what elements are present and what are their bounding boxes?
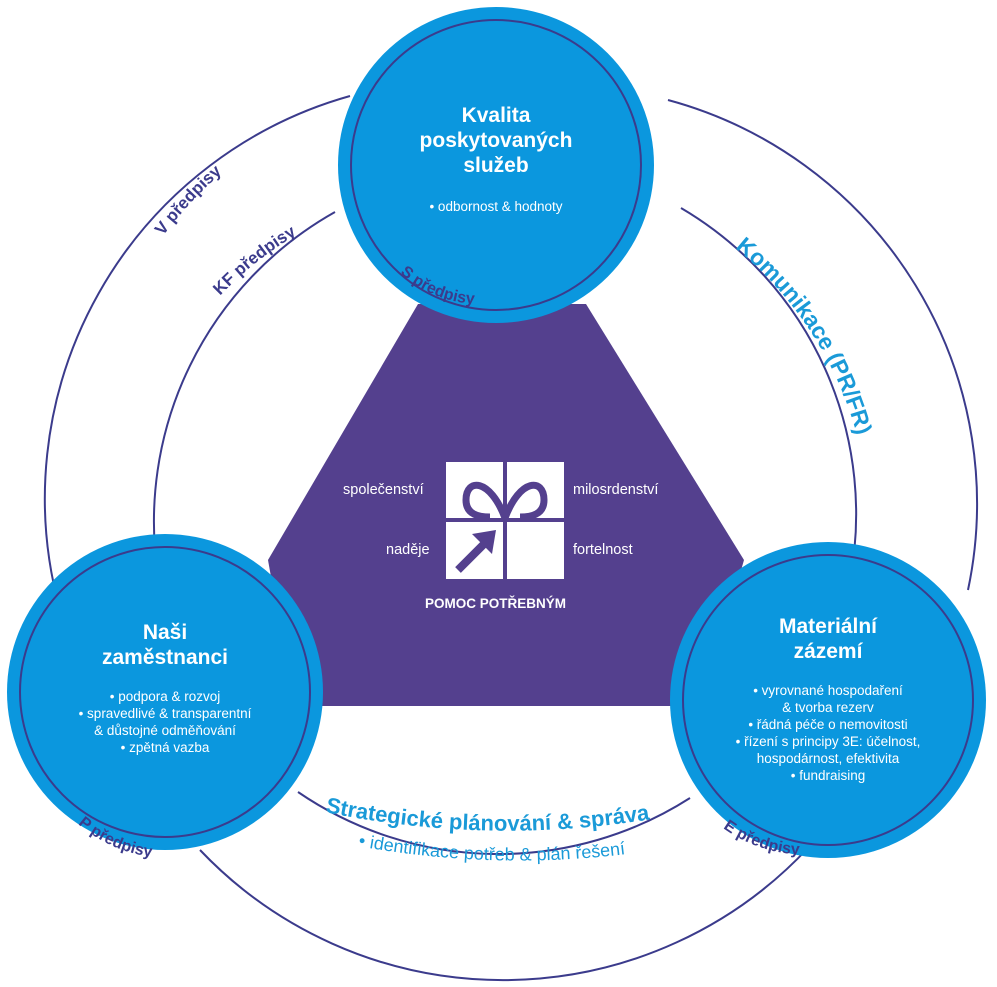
top-circle-title-2: poskytovaných	[419, 129, 573, 152]
left-circle-bullet-3: & důstojné odměňování	[94, 723, 236, 738]
right-circle-bullet-2: & tvorba rezerv	[782, 700, 874, 715]
inner-ring-arc-top-right	[680, 207, 858, 586]
top-circle-inner-ring	[350, 19, 642, 311]
value-fortelnost: fortelnost	[573, 542, 633, 558]
value-spolecenstvi: společenství	[343, 482, 424, 498]
kf-predpisy-label: KF předpisy	[209, 222, 299, 299]
value-nadeje: naděje	[386, 542, 430, 558]
right-circle	[670, 542, 986, 858]
logo-caption: POMOC POTŘEBNÝM	[425, 596, 567, 611]
left-circle-content: Naši zaměstnanci • podpora & rozvoj • sp…	[45, 620, 285, 756]
outer-ring-arc-bottom	[199, 847, 809, 982]
top-circle	[338, 7, 654, 323]
right-circle-title-2: zázemí	[793, 640, 863, 663]
inner-ring-arc-top-left	[153, 211, 336, 576]
right-circle-bullet-1: • vyrovnané hospodaření	[753, 683, 903, 698]
top-circle-title-1: Kvalita	[461, 104, 531, 127]
left-circle	[7, 534, 323, 850]
right-circle-bullet-4: • řízení s principy 3E: účelnost,	[735, 734, 921, 749]
left-circle-bullet-2: • spravedlivé & transparentní	[78, 706, 252, 721]
right-circle-bullet-6: • fundraising	[790, 768, 866, 783]
center-trapezoid	[268, 304, 744, 706]
strategic-title: Strategické plánování & správa	[324, 792, 651, 835]
right-circle-inner-ring	[682, 554, 974, 846]
right-circle-title-1: Materiální	[778, 615, 878, 638]
left-circle-inner-ring	[19, 546, 311, 838]
value-milosrdenstvi: milosrdenství	[573, 482, 659, 498]
v-predpisy-label: V předpisy	[151, 161, 225, 239]
outer-ring-arc-top-left	[43, 95, 351, 611]
komunikace-label: Komunikace (PR/FR)	[732, 232, 877, 437]
inner-ring-arc-bottom	[297, 791, 691, 856]
gift-box-arrow-logo	[446, 462, 564, 579]
right-circle-bullet-3: • řádná péče o nemovitosti	[748, 717, 908, 732]
outer-ring-arc-top-right	[667, 99, 979, 591]
left-circle-title-2: zaměstnanci	[101, 646, 229, 669]
left-circle-bullet-1: • podpora & rozvoj	[109, 689, 221, 704]
left-circle-bullet-4: • zpětná vazba	[120, 740, 210, 755]
right-circle-bullet-5: hospodárnost, efektivita	[756, 751, 900, 766]
top-circle-bullet-1: • odbornost & hodnoty	[429, 199, 563, 214]
left-circle-title-1: Naši	[142, 621, 188, 644]
top-circle-content: Kvalita poskytovaných služeb • odbornost…	[386, 103, 606, 215]
right-circle-content: Materiální zázemí • vyrovnané hospodařen…	[698, 614, 958, 784]
top-circle-title-3: služeb	[463, 154, 529, 177]
